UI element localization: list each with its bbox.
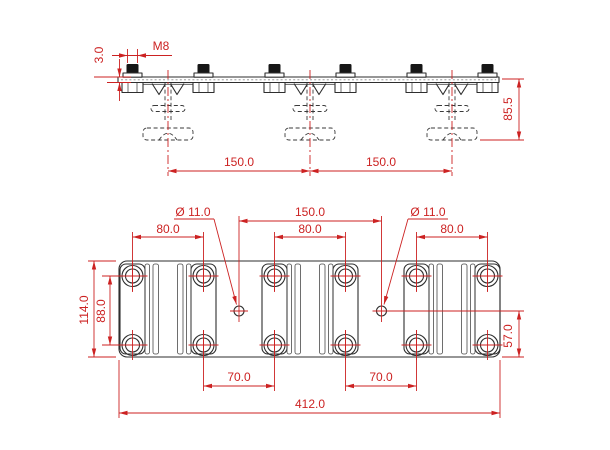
side-elevation-view: M8 3.0 85.5 150.0 150.0 [92, 39, 524, 177]
dim-m8-label: M8 [153, 39, 170, 53]
dim-span-right-label: 150.0 [366, 155, 396, 169]
small-hole-left [230, 216, 248, 322]
dim-span-left-label: 150.0 [224, 155, 254, 169]
dim-pair-mid-label: 80.0 [298, 222, 322, 236]
plan-view: Ø 11.0 Ø 11.0 150.0 80.0 80.0 80.0 70.0 … [77, 205, 524, 418]
dim-pair-left-label: 80.0 [156, 222, 180, 236]
rail-section-1 [139, 69, 197, 177]
dim-span-center-label: 150.0 [295, 205, 325, 219]
small-hole-right [372, 216, 524, 322]
rail-section-2 [281, 69, 339, 177]
dim-inner-left-label: 70.0 [227, 370, 251, 384]
rail-section-3 [423, 69, 481, 177]
dim-height-label: 85.5 [501, 97, 515, 121]
dim-overall-width-label: 412.0 [295, 397, 325, 411]
mounting-bar [117, 76, 500, 84]
dim-thickness-label: 3.0 [92, 46, 106, 63]
dim-plate-height-label: 114.0 [77, 295, 91, 324]
plan-view-dimensions: Ø 11.0 Ø 11.0 150.0 80.0 80.0 80.0 70.0 … [77, 205, 524, 418]
dim-dia-left-label: Ø 11.0 [175, 205, 210, 219]
dim-inner-right-label: 70.0 [369, 370, 393, 384]
side-view-dimensions: M8 3.0 85.5 150.0 150.0 [92, 39, 524, 174]
dim-dia-right-label: Ø 11.0 [410, 205, 445, 219]
dim-half-height-label: 57.0 [501, 324, 515, 348]
dim-hole-rows-label: 88.0 [94, 299, 108, 323]
dim-pair-right-label: 80.0 [440, 222, 464, 236]
